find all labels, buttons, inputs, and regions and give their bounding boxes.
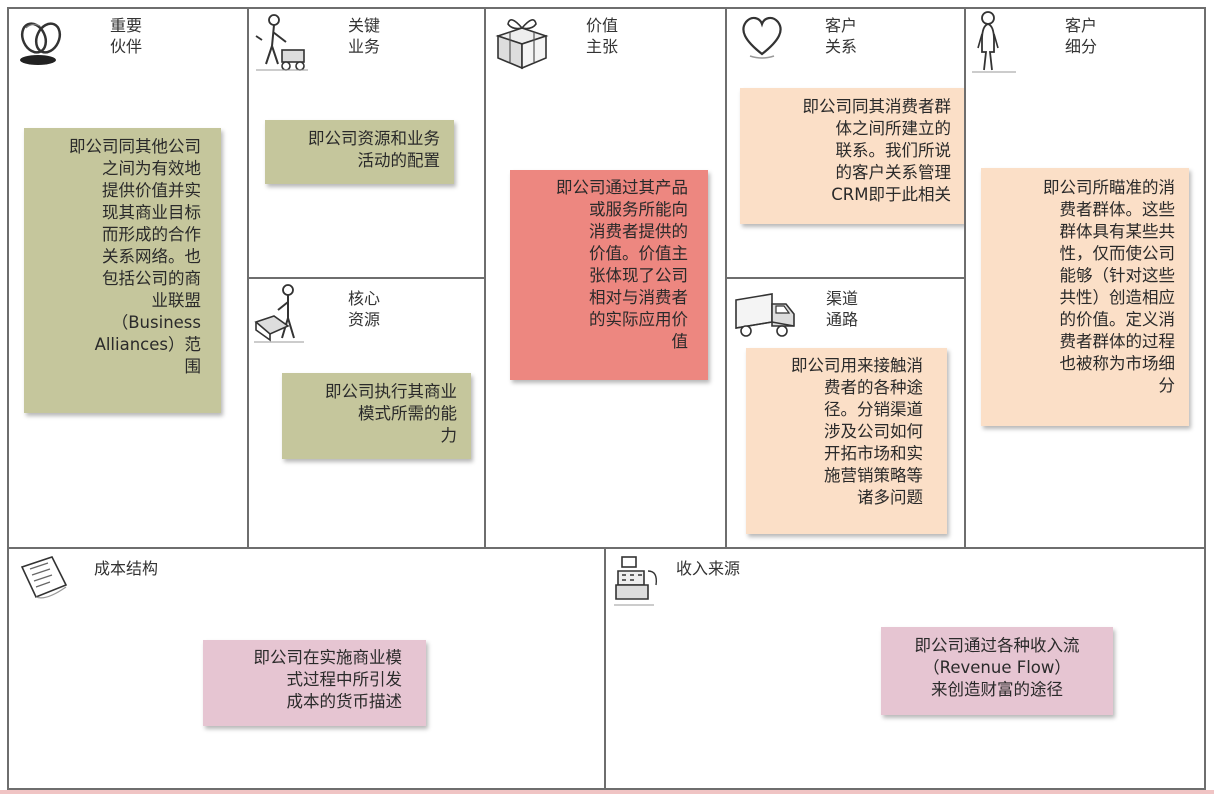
- customer-relationships-note: 即公司同其消费者群 体之间所建立的 联系。我们所说 的客户关系管理 CRM即于此…: [740, 88, 965, 224]
- channels-note: 即公司用来接触消 费者的各种途 径。分销渠道 涉及公司如何 开拓市场和实 施营销…: [746, 348, 947, 534]
- worker-pushing-cart-icon: [252, 12, 312, 74]
- revenue-streams-title: 收入来源: [676, 559, 741, 578]
- gift-box-icon: [492, 12, 554, 74]
- value-proposition-title: 价值 主张: [586, 16, 619, 56]
- customer-segments-title: 客户 细分: [1065, 16, 1098, 56]
- key-resources-note: 即公司执行其商业 模式所需的能 力: [282, 373, 471, 459]
- receipt-icon: [16, 553, 72, 603]
- cash-register-icon: [612, 553, 664, 609]
- person-standing-icon: [968, 10, 1020, 76]
- channels-title: 渠道 通路: [826, 289, 859, 329]
- key-activities-title: 关键 业务: [348, 16, 381, 56]
- key-resources-title: 核心 资源: [348, 289, 381, 329]
- key-partners-note: 即公司同其他公司 之间为有效地 提供价值并实 现其商业目标 而形成的合作 关系网…: [24, 128, 221, 413]
- revenue-streams-note: 即公司通过各种收入流 （Revenue Flow） 来创造财富的途径: [881, 627, 1113, 715]
- cost-structure-title: 成本结构: [94, 559, 159, 578]
- key-partners-title: 重要 伙伴: [110, 16, 143, 56]
- customer-relationships-title: 客户 关系: [825, 16, 858, 56]
- bottom-edge-strip: [0, 790, 1214, 794]
- delivery-truck-icon: [732, 290, 798, 340]
- key-activities-note: 即公司资源和业务 活动的配置: [265, 120, 454, 184]
- chain-links-icon: [14, 14, 72, 70]
- customer-segments-note: 即公司所瞄准的消 费者群体。这些 群体具有某些共 性，仅而使公司 能够（针对这些…: [981, 168, 1189, 426]
- cost-structure-note: 即公司在实施商业模 式过程中所引发 成本的货币描述: [203, 640, 426, 726]
- heart-icon: [738, 12, 786, 60]
- worker-with-equipment-icon: [252, 282, 308, 346]
- value-proposition-note: 即公司通过其产品 或服务所能向 消费者提供的 价值。价值主 张体现了公司 相对与…: [510, 170, 708, 380]
